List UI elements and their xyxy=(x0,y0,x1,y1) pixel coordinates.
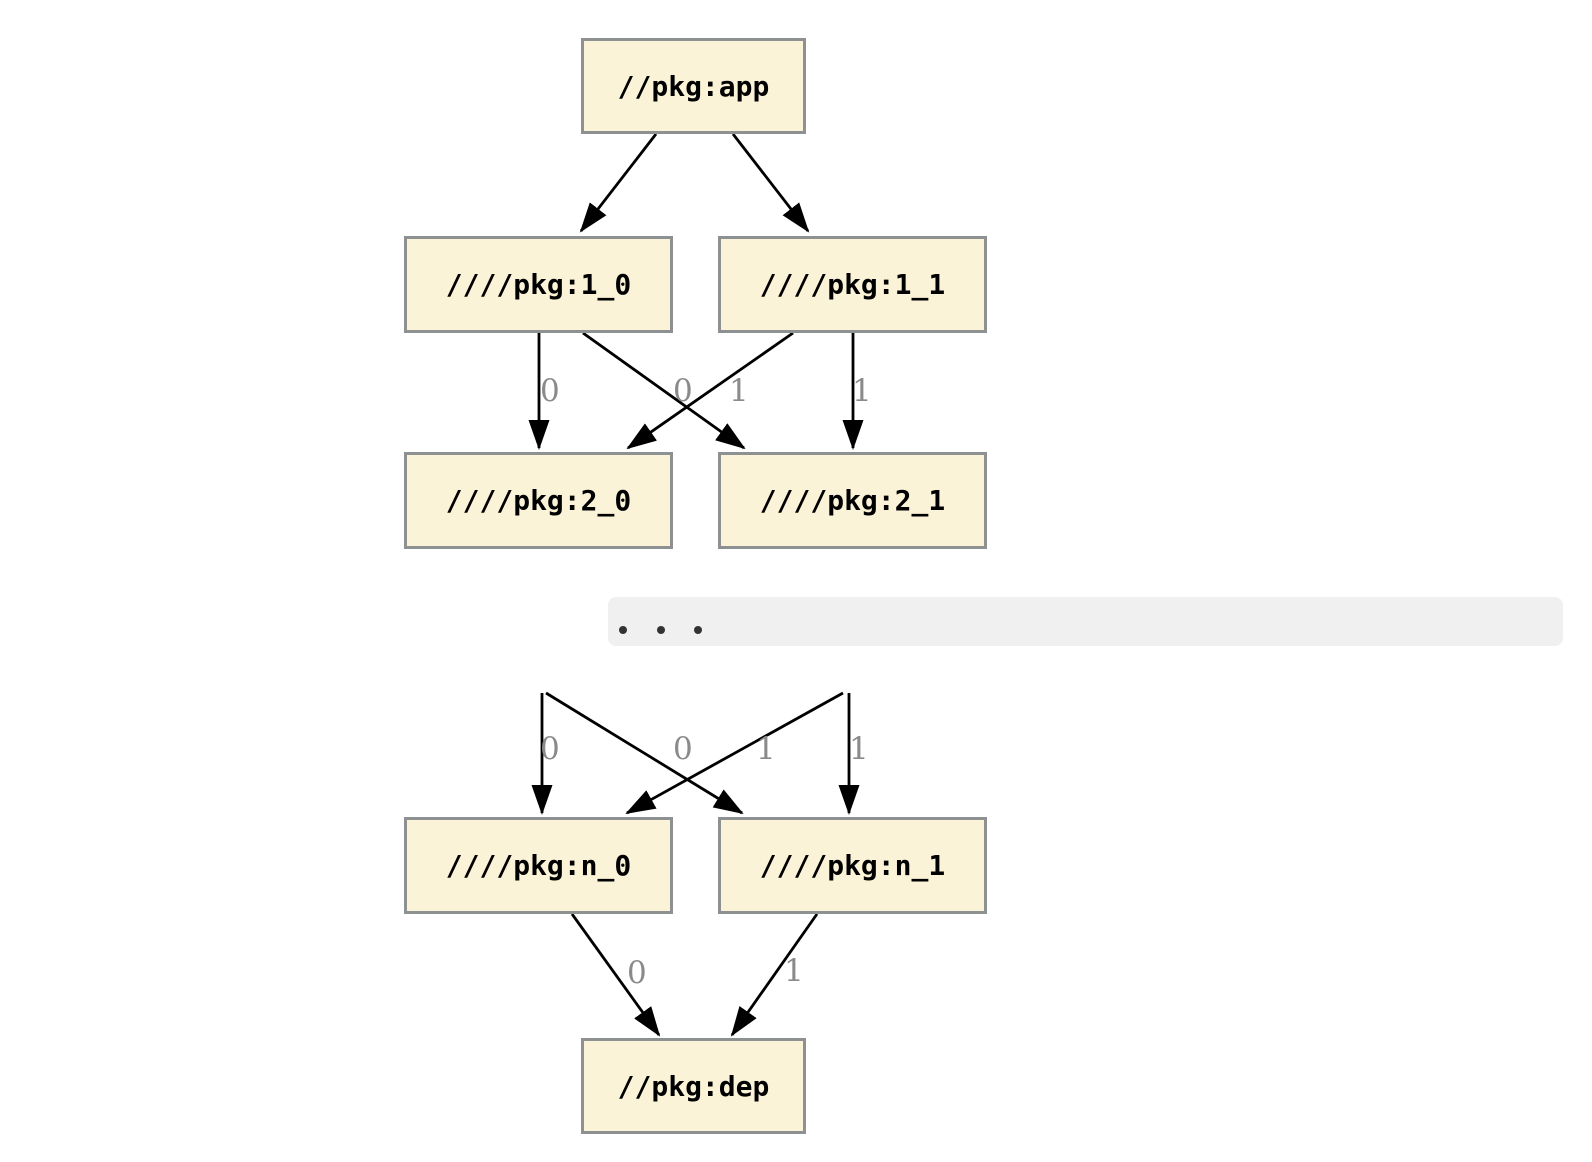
node-pkg-n_0: ////pkg:n_0 xyxy=(404,817,673,914)
edge-label: 0 xyxy=(540,731,560,767)
node-pkg-1_0: ////pkg:1_0 xyxy=(404,236,673,333)
edge-label: 0 xyxy=(673,731,693,767)
edge-1_1-2_0 xyxy=(626,331,794,450)
node-label: //pkg:app xyxy=(617,69,770,103)
edge-app-1_1 xyxy=(731,133,810,233)
edge-label: 1 xyxy=(784,953,804,989)
edge-label: 1 xyxy=(849,731,869,767)
node-pkg-1_1: ////pkg:1_1 xyxy=(718,236,987,333)
node-label: ////pkg:1_1 xyxy=(759,268,946,301)
node-pkg-app: //pkg:app xyxy=(581,38,806,134)
edge-label: 1 xyxy=(729,373,749,409)
node-label: ////pkg:n_0 xyxy=(445,849,632,882)
ellipsis-dot-icon xyxy=(657,626,665,634)
edge-n_1-dep xyxy=(730,913,819,1037)
edge-n_0-dep xyxy=(570,913,661,1037)
edge-label: 0 xyxy=(540,373,560,409)
edge-label: 0 xyxy=(627,955,647,991)
edge-app-1_0 xyxy=(579,133,658,233)
edge-label: 0 xyxy=(673,373,693,409)
node-label: ////pkg:2_1 xyxy=(759,484,946,517)
node-pkg-2_1: ////pkg:2_1 xyxy=(718,452,987,549)
node-pkg-2_0: ////pkg:2_0 xyxy=(404,452,673,549)
edge-elided-n_0-cross xyxy=(625,691,844,815)
node-label: ////pkg:1_0 xyxy=(445,268,632,301)
edge-label: 1 xyxy=(756,731,776,767)
ellipsis-dot-icon xyxy=(619,626,627,634)
elided-rows-band xyxy=(608,597,1563,646)
ellipsis-dot-icon xyxy=(694,626,702,634)
node-label: ////pkg:n_1 xyxy=(759,849,946,882)
edge-elided-n_1-cross xyxy=(545,691,744,815)
node-label: //pkg:dep xyxy=(617,1069,770,1103)
edge-label: 1 xyxy=(852,373,872,409)
edge-1_0-2_1 xyxy=(582,331,746,450)
node-pkg-n_1: ////pkg:n_1 xyxy=(718,817,987,914)
node-pkg-dep: //pkg:dep xyxy=(581,1038,806,1134)
node-label: ////pkg:2_0 xyxy=(445,484,632,517)
